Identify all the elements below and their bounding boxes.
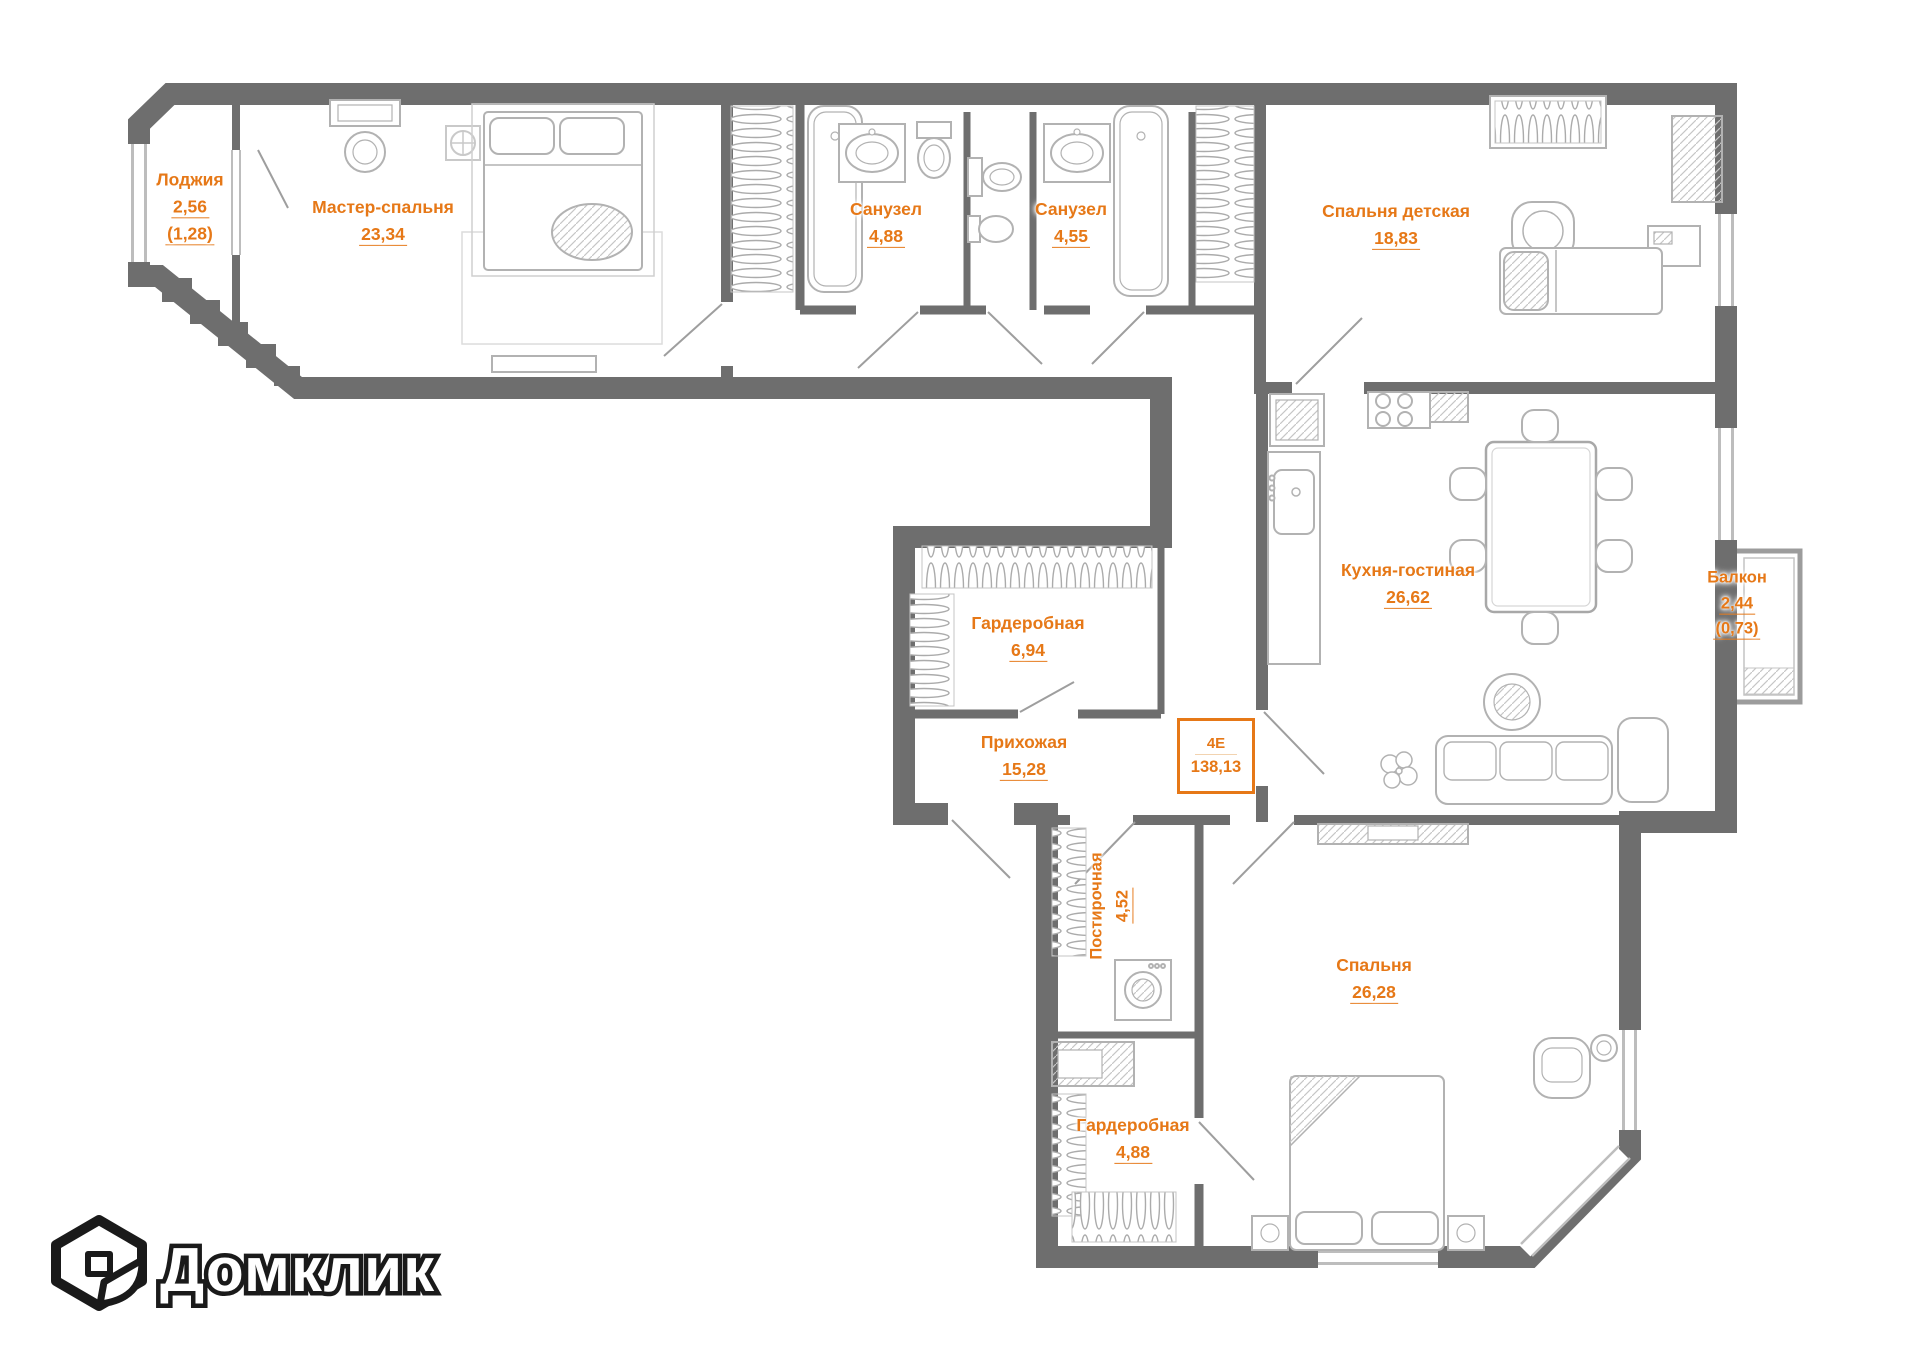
room-area: 23,34	[359, 224, 407, 246]
shelving	[1671, 115, 1723, 203]
bench	[491, 355, 597, 373]
kitchen-furniture	[1267, 391, 1669, 845]
wardrobe2-furniture	[1051, 1041, 1177, 1243]
room-name: Мастер-спальня	[312, 196, 454, 217]
bathroom2-fixtures	[1043, 105, 1169, 297]
room-name: Кухня-гостиная	[1340, 559, 1476, 580]
plant	[1380, 751, 1418, 789]
room-name: Прихожая	[980, 731, 1068, 752]
bed-bedroom	[1289, 1075, 1445, 1251]
room-area: 15,28	[1000, 759, 1048, 781]
room-name: Гардеробная	[971, 612, 1085, 633]
room-area: 2,56	[170, 196, 210, 219]
room-area-secondary: (1,28)	[165, 223, 215, 246]
room-label-bathroom1: Санузел 4,88	[850, 196, 922, 250]
room-name: Лоджия	[156, 169, 224, 190]
outer-walls	[128, 83, 1737, 1268]
room-area: 2,44	[1718, 594, 1756, 615]
bedroom-furniture	[1251, 1034, 1618, 1251]
chair	[1521, 611, 1559, 645]
toilet	[916, 121, 952, 139]
armchair	[1617, 717, 1669, 803]
apartment-type: 4Е	[1194, 735, 1238, 755]
toilet-niche-fixtures	[967, 157, 1022, 243]
kids-bedroom-furniture	[1489, 95, 1723, 315]
room-label-wardrobe2: Гардеробная 4,88	[1076, 1112, 1190, 1166]
room-name: Гардеробная	[1076, 1114, 1190, 1135]
room-label-laundry: Постирочная 4,52	[1084, 852, 1135, 960]
room-label-bathroom2: Санузел 4,55	[1035, 196, 1107, 250]
room-name: Постирочная	[1087, 852, 1106, 960]
domclick-logo: Домклик	[51, 1215, 439, 1311]
closet-hangers	[1195, 105, 1255, 283]
room-area: 4,88	[1113, 1142, 1153, 1164]
room-label-wardrobe1: Гардеробная 6,94	[971, 610, 1085, 664]
room-name: Спальня	[1336, 954, 1412, 975]
room-area: 26,28	[1350, 982, 1398, 1004]
room-name: Санузел	[1035, 198, 1107, 219]
laundry-furniture	[1051, 827, 1172, 1021]
toilet	[967, 157, 983, 197]
door-swings	[257, 149, 1363, 1181]
room-area: 26,62	[1384, 587, 1432, 609]
room-label-kids-bedroom: Спальня детская 18,83	[1322, 198, 1470, 252]
room-name: Балкон	[1707, 568, 1767, 587]
brand-name: Домклик	[160, 1236, 435, 1305]
counter	[1429, 391, 1469, 423]
entrance-opening	[948, 801, 1014, 827]
apartment-type-badge: 4Е 138,13	[1177, 718, 1255, 794]
room-area: 4,88	[866, 226, 906, 248]
stepped-wall	[162, 278, 300, 386]
closet-hangers	[730, 105, 794, 293]
room-area: 18,83	[1372, 228, 1420, 250]
apartment-total-area: 138,13	[1190, 758, 1242, 776]
kitchen-sink	[1273, 469, 1315, 535]
interior-walls	[229, 94, 1726, 1257]
chair	[1521, 409, 1559, 443]
room-label-master-bedroom: Мастер-спальня 23,34	[312, 194, 454, 248]
chair	[1449, 539, 1487, 573]
chair	[1595, 467, 1633, 501]
house-icon	[51, 1215, 147, 1311]
bathroom1-fixtures	[807, 105, 952, 293]
room-label-kitchen-living: Кухня-гостиная 26,62	[1341, 557, 1475, 611]
room-label-balcony: Балкон 2,44 (0,73)	[1707, 566, 1767, 643]
windows	[126, 144, 1739, 1268]
room-area: 4,52	[1113, 887, 1133, 925]
room-name: Спальня детская	[1322, 200, 1470, 221]
room-label-bedroom: Спальня 26,28	[1336, 952, 1412, 1006]
room-area: 6,94	[1008, 640, 1048, 662]
room-label-loggia: Лоджия 2,56 (1,28)	[156, 166, 224, 247]
room-area: 4,55	[1051, 226, 1091, 248]
wardrobe1-furniture	[909, 545, 1153, 707]
chair	[1595, 539, 1633, 573]
room-label-hallway: Прихожая 15,28	[981, 729, 1067, 783]
room-area-secondary: (0,73)	[1713, 619, 1761, 640]
chair	[1449, 467, 1487, 501]
room-name: Санузел	[850, 198, 922, 219]
balcony-structure	[1737, 548, 1803, 705]
master-bedroom-furniture	[329, 99, 663, 373]
